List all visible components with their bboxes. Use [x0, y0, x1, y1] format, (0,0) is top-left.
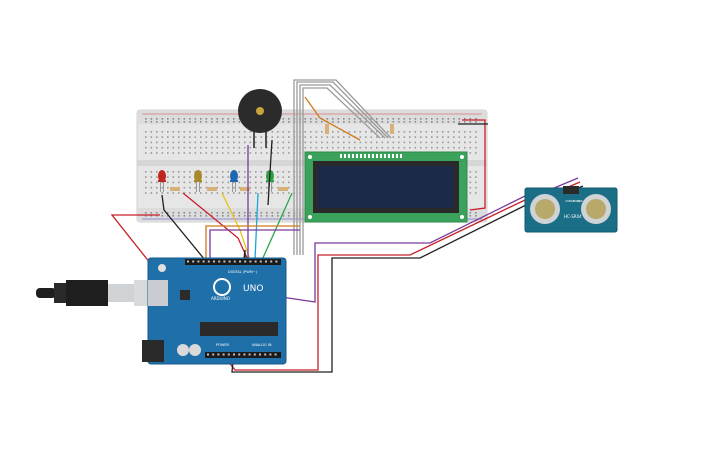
led-red[interactable] — [158, 170, 166, 192]
wire-red — [462, 119, 486, 211]
wire-orange — [205, 225, 300, 262]
resistor — [170, 187, 180, 191]
wire-black — [267, 139, 273, 206]
reset-button — [158, 264, 166, 272]
resistor — [240, 187, 250, 191]
wire-gray — [302, 87, 381, 255]
resistor — [278, 187, 288, 191]
wire-orange — [304, 96, 361, 141]
usb-port — [148, 280, 168, 306]
wire-gray — [293, 79, 392, 255]
capacitor — [177, 344, 189, 356]
sensor-pin-label: GND — [577, 199, 583, 203]
arduino-brand-label: ARDUINO — [211, 296, 230, 301]
wire-red — [110, 199, 526, 371]
digital-header-label: DIGITAL (PWM~) — [228, 270, 258, 274]
lcd-pins — [340, 154, 402, 158]
wire-purple — [267, 195, 526, 303]
resistor — [207, 187, 217, 191]
atmega-chip — [200, 322, 278, 336]
resistor — [390, 124, 394, 134]
power-jack — [142, 340, 164, 362]
lcd-display[interactable] — [304, 151, 468, 223]
arduino-uno[interactable]: UNO ARDUINO DIGITAL (PWM~) POWER ANALOG … — [142, 257, 287, 365]
sensor-pin-label: ECHO — [573, 199, 580, 203]
sensor-model-label: HC-SR04 — [564, 214, 582, 219]
wire-gray — [299, 84, 386, 255]
analog-header-label: ANALOG IN — [252, 343, 272, 347]
usb-cable — [36, 280, 166, 306]
arduino-model-label: UNO — [243, 284, 263, 294]
resistor — [325, 124, 329, 134]
arduino-logo-icon — [213, 278, 231, 296]
capacitor — [189, 344, 201, 356]
piezo-buzzer[interactable] — [238, 89, 282, 148]
resistors — [170, 124, 394, 191]
power-header-label: POWER — [216, 343, 230, 347]
pin-headers — [185, 259, 281, 358]
wire-black — [161, 194, 206, 261]
led-yellow[interactable] — [194, 170, 202, 192]
wire-purple — [209, 229, 300, 262]
wire-gray — [296, 81, 389, 255]
sensor-pin-label: TRIG — [569, 199, 575, 203]
sensor-pin-label: VCC — [565, 199, 570, 203]
led-blue[interactable] — [230, 170, 238, 192]
